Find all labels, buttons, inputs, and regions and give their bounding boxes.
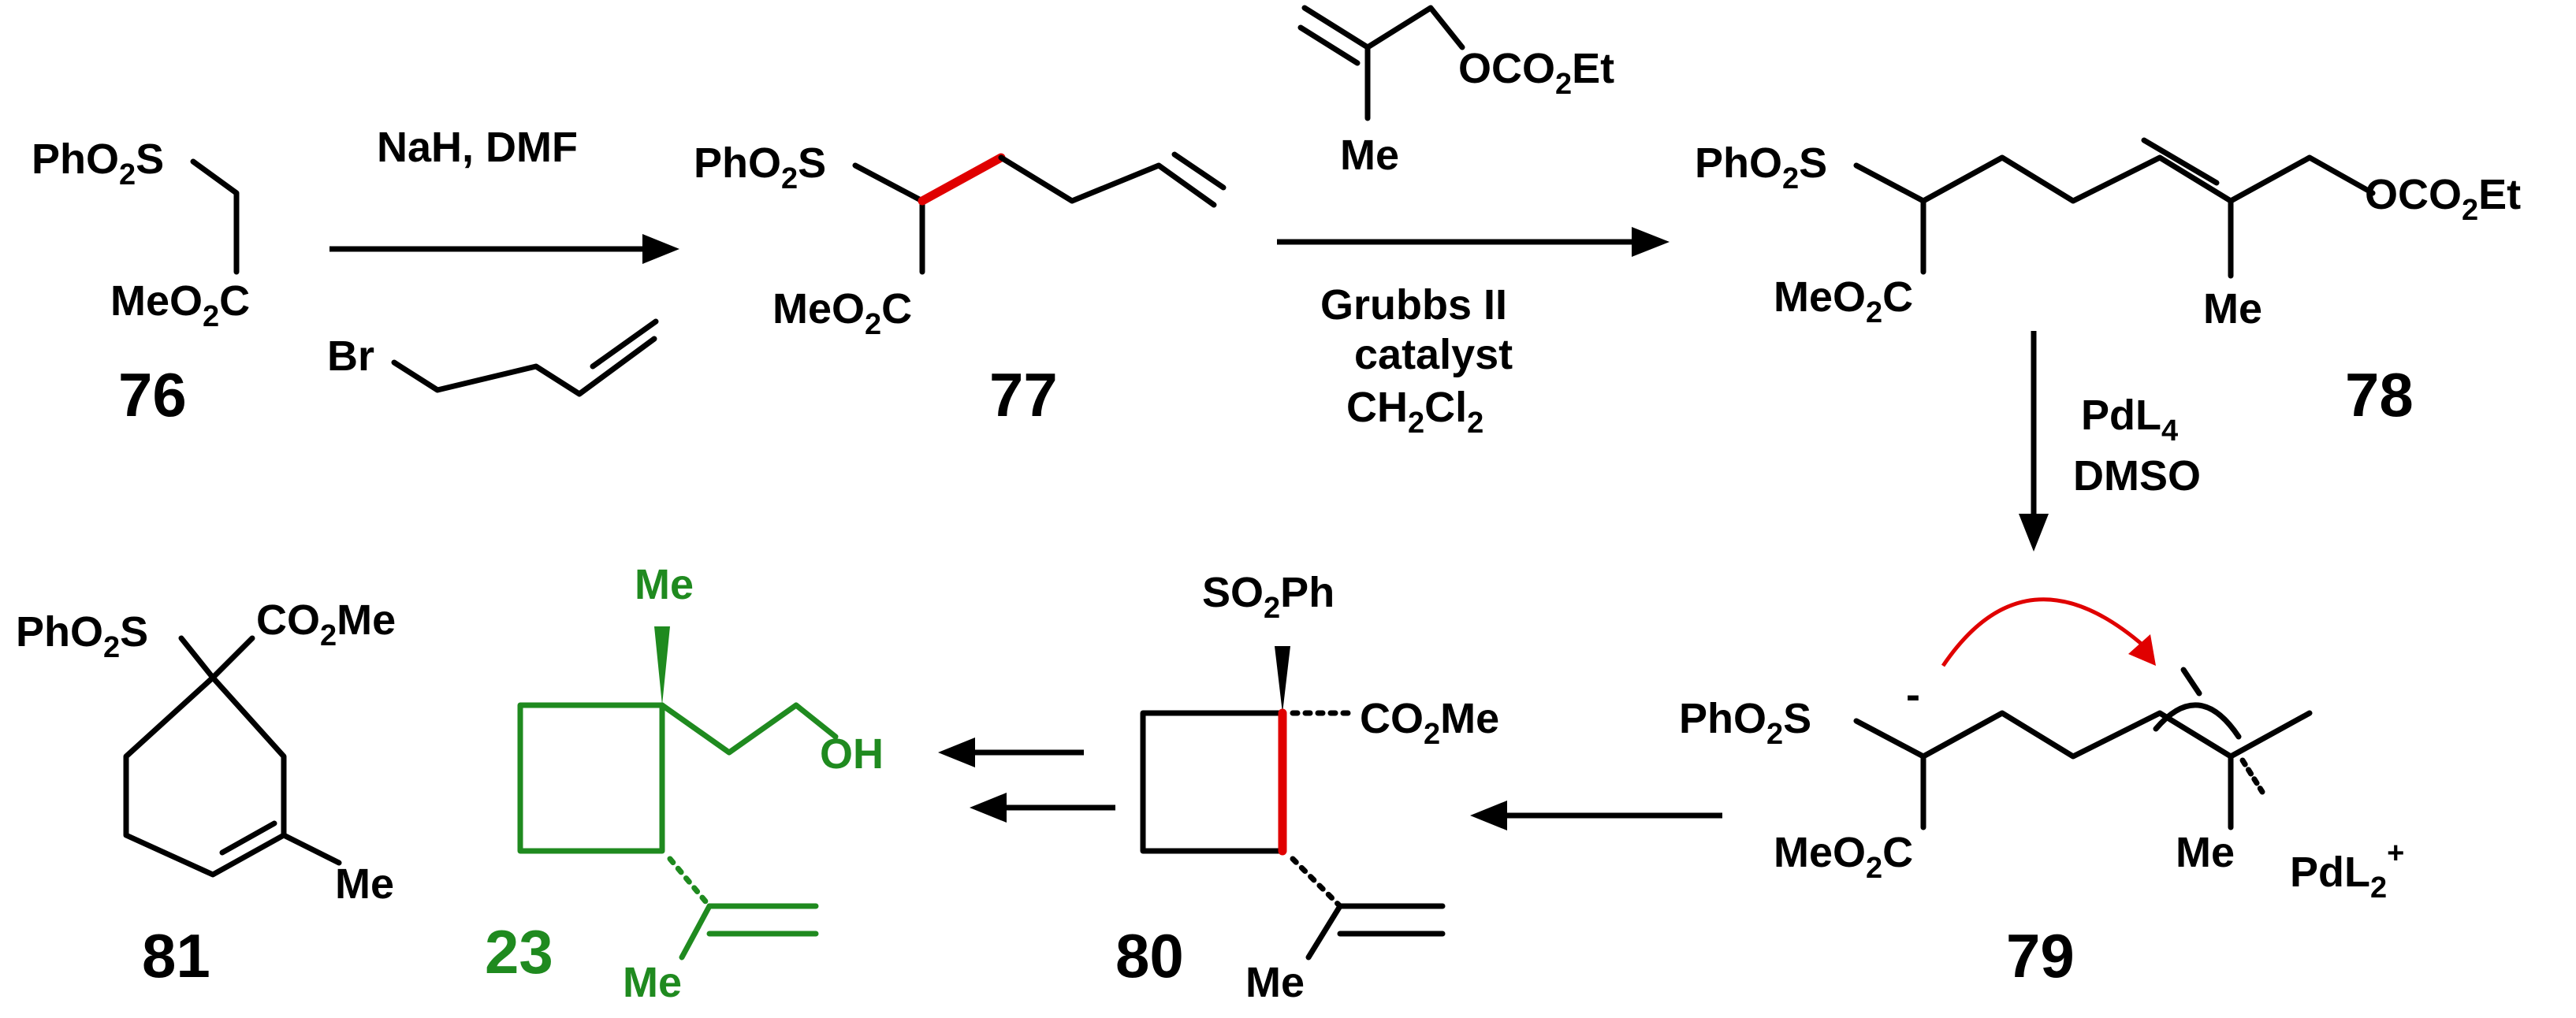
c80-sulfonyl-label: SO2Ph — [1202, 569, 1335, 625]
c81-ester-label: CO2Me — [256, 596, 396, 652]
c23-ring-bonds — [517, 702, 665, 854]
c23-methyl-top-label: Me — [635, 561, 694, 608]
step2-solvent: CH2Cl2 — [1346, 384, 1483, 440]
c81-sulfonyl-label: PhO2S — [16, 608, 148, 664]
step4-arrow-head — [1470, 801, 1507, 830]
c76-backbone-bond — [190, 158, 240, 275]
c79-ester-label: MeO2C — [1774, 829, 1913, 885]
c79-allyl-arc — [2153, 702, 2242, 740]
c78-methyl-label: Me — [2203, 285, 2262, 333]
step1-conditions: NaH, DMF — [377, 124, 578, 171]
c79-alpha-bonds — [1853, 718, 1926, 830]
c79-charge: - — [1906, 671, 1920, 719]
bromobutene-double-bond — [590, 318, 659, 370]
c81-ring — [123, 674, 287, 878]
c80-methyl-bond — [1305, 903, 1343, 960]
c78-chain — [1920, 154, 2376, 204]
c77-ester-label: MeO2C — [772, 285, 912, 341]
c77-alpha-bonds — [852, 162, 925, 275]
step2-catalyst-line1: Grubbs II — [1320, 281, 1507, 329]
c78-alpha-bonds — [1853, 162, 1926, 275]
allyl-carbonate-double-bond — [1297, 24, 1361, 66]
c79-pd-hashed-bond — [2239, 757, 2265, 795]
step3-solvent: DMSO — [2073, 452, 2201, 500]
c78-ester-label: MeO2C — [1774, 273, 1913, 329]
c79-allyl-tick — [2180, 667, 2202, 697]
c77-new-bond — [918, 153, 1006, 206]
c23-hydroxyl-label: OH — [820, 730, 884, 778]
c23-methyl-bottom-label: Me — [623, 959, 682, 1006]
c23-ethanol-chain — [659, 702, 839, 756]
c79-pd-label: PdL2+ — [2290, 837, 2404, 905]
c76-ester-label: MeO2C — [110, 277, 250, 333]
c81-methyl-label: Me — [335, 860, 394, 908]
c23-wedge-bond — [654, 626, 670, 705]
compound-77: PhO2S MeO2C 77 — [694, 139, 1227, 429]
compound-76: PhO2S MeO2C 76 — [32, 136, 250, 429]
c78-carbonate-label: OCO2Et — [2365, 171, 2521, 227]
c81-number: 81 — [142, 921, 210, 990]
allyl-carbonate-chain — [1301, 5, 1465, 50]
step3-arrow-head — [2019, 514, 2049, 552]
c23-number: 23 — [485, 917, 553, 986]
compound-78: PhO2S OCO2Et MeO2C Me 78 — [1695, 137, 2521, 429]
curved-arrow-shaft — [1941, 597, 2146, 667]
c76-number: 76 — [118, 360, 187, 429]
c78-double-bond — [2141, 137, 2220, 186]
c81-ring-double-bond — [219, 820, 277, 856]
step2-carbonate-label: OCO2Et — [1458, 45, 1614, 101]
step1-bromide-label: Br — [327, 333, 374, 380]
c80-methyl-label: Me — [1245, 959, 1305, 1006]
c79-number: 79 — [2006, 921, 2075, 990]
step3-pd-label: PdL4 — [2081, 392, 2178, 448]
c80-ester-label: CO2Me — [1360, 695, 1499, 751]
c77-butenyl-chain — [998, 154, 1217, 208]
c23-hashed-bond — [667, 856, 713, 909]
c77-number: 77 — [989, 360, 1058, 429]
curved-arrow-head — [2128, 634, 2156, 666]
c81-quaternary-bonds — [178, 635, 255, 681]
c81-methyl-bond — [281, 832, 342, 866]
c79-methyl-label: Me — [2176, 829, 2235, 876]
bromobutene-chain — [391, 336, 657, 397]
c78-number: 78 — [2345, 360, 2414, 429]
step5-arrow1-head — [938, 737, 975, 767]
compound-80: SO2Ph CO2Me Me 80 — [1115, 569, 1499, 1006]
c80-hashed-isopropenyl-bond — [1290, 856, 1343, 909]
compound-79: PhO2S - MeO2C Me PdL2+ 79 — [1679, 597, 2404, 990]
c76-sulfonyl-label: PhO2S — [32, 136, 164, 191]
step1-arrow-head — [642, 234, 679, 264]
c79-sulfonyl-label: PhO2S — [1679, 695, 1811, 751]
c80-number: 80 — [1115, 921, 1184, 990]
c23-methyl-bond — [679, 903, 713, 960]
step2-methyl-label: Me — [1340, 132, 1399, 179]
step1: NaH, DMF Br — [327, 124, 679, 397]
c77-sulfonyl-label: PhO2S — [694, 139, 826, 195]
c79-chain — [1920, 710, 2313, 760]
c77-double-bond — [1171, 151, 1227, 191]
compound-81: PhO2S CO2Me Me 81 — [16, 596, 396, 990]
step2-arrow-head — [1632, 227, 1670, 257]
c80-wedge-bond — [1275, 646, 1290, 713]
c80-ring-bonds — [1140, 710, 1286, 854]
step2-catalyst-line2: catalyst — [1354, 331, 1513, 378]
step5-arrow2-head — [970, 793, 1007, 823]
step2: OCO2Et Me Grubbs II catalyst CH2Cl2 — [1277, 5, 1670, 440]
compound-23: Me OH Me 23 — [485, 561, 884, 1006]
c78-sulfonyl-label: PhO2S — [1695, 139, 1827, 195]
step3: PdL4 DMSO — [2019, 331, 2201, 552]
